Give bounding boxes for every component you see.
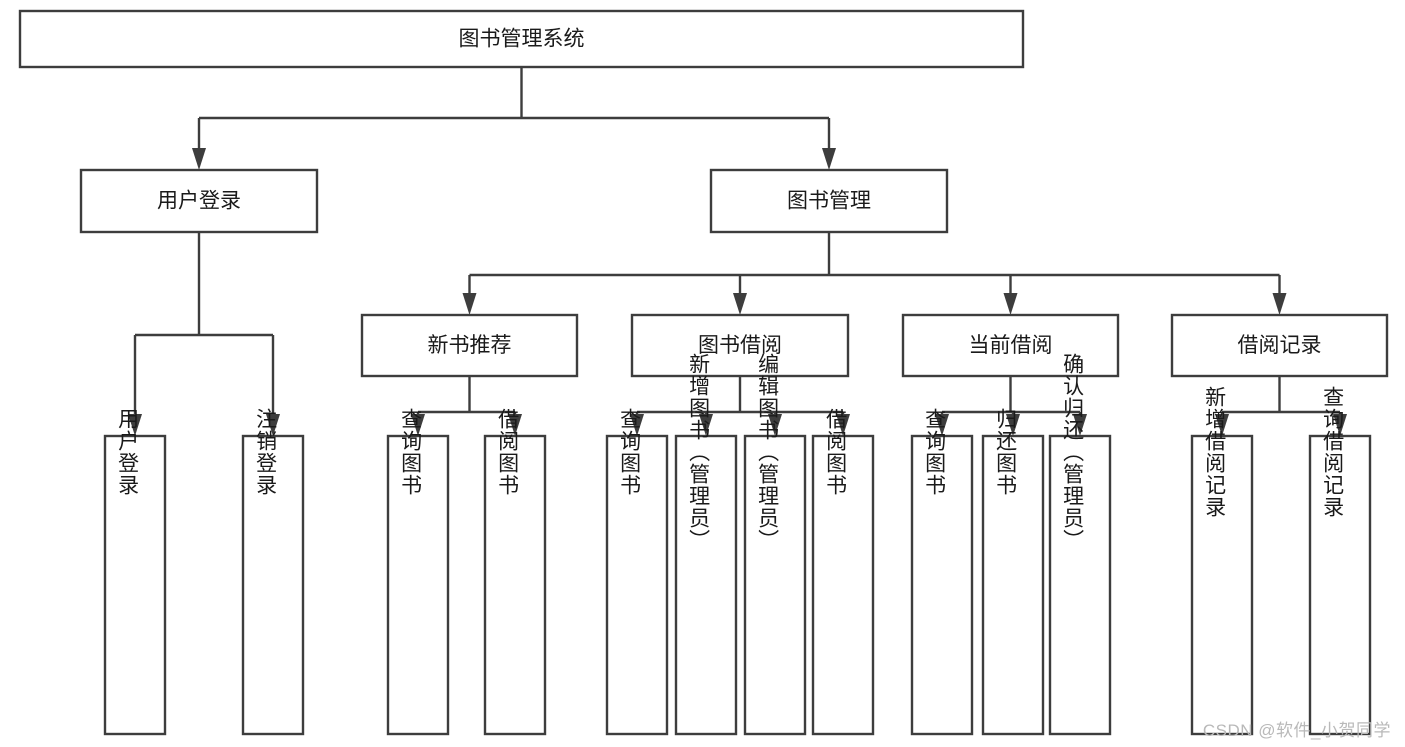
leaf-node-9-box[interactable] <box>981 434 1045 736</box>
level2-node-1-box[interactable] <box>630 313 850 378</box>
leaf-node-8-label: 查询图书 <box>923 408 947 496</box>
leaf-node-1-box[interactable] <box>241 434 305 736</box>
leaf-node-12-label: 查询借阅记录 <box>1321 386 1345 518</box>
arrow-head-icon <box>192 148 206 170</box>
level2-node-3-box[interactable] <box>1170 313 1389 378</box>
leaf-node-1-label: 注销登录 <box>254 408 278 496</box>
arrow-head-icon <box>1272 293 1287 315</box>
arrow-head-icon <box>733 293 747 315</box>
arrow-head-icon <box>266 414 280 436</box>
leaf-node-9-label: 归还图书 <box>994 408 1018 496</box>
leaf-node-10-label: 确认归还（管理员） <box>1061 353 1085 551</box>
level1-node-1-label: 图书管理 <box>787 190 871 213</box>
leaf-node-8-box[interactable] <box>910 434 974 736</box>
node-box-layer: 图书管理系统用户登录图书管理新书推荐图书借阅当前借阅借阅记录用户登录注销登录查询… <box>18 9 1389 736</box>
level2-node-2-label: 当前借阅 <box>969 334 1053 357</box>
arrow-head-icon <box>822 148 836 170</box>
leaf-node-7-box[interactable] <box>811 434 875 736</box>
arrow-head-icon <box>699 414 713 436</box>
leaf-node-5-box[interactable] <box>674 434 738 736</box>
leaf-node-3-label: 借阅图书 <box>496 408 520 496</box>
arrow-head-icon <box>1003 293 1018 315</box>
arrow-head-icon <box>1215 414 1229 436</box>
leaf-node-7-label: 借阅图书 <box>824 408 848 496</box>
arrow-head-icon <box>1333 414 1347 436</box>
root-node-box[interactable] <box>18 9 1025 69</box>
level2-node-0-label: 新书推荐 <box>428 334 512 357</box>
level2-node-2-box[interactable] <box>901 313 1120 378</box>
leaf-node-11-label: 新增借阅记录 <box>1203 386 1227 518</box>
arrow-head-icon <box>768 414 782 436</box>
connector-layer <box>128 67 1347 436</box>
arrow-head-icon <box>128 414 142 436</box>
leaf-node-2-box[interactable] <box>386 434 450 736</box>
root-node-label: 图书管理系统 <box>459 28 585 51</box>
leaf-node-0-box[interactable] <box>103 434 167 736</box>
leaf-node-3-box[interactable] <box>483 434 547 736</box>
arrow-head-icon <box>411 414 425 436</box>
arrow-head-icon <box>1073 414 1087 436</box>
level2-node-3-label: 借阅记录 <box>1238 334 1322 357</box>
leaf-node-6-label: 编辑图书（管理员） <box>756 353 780 551</box>
level1-node-0-label: 用户登录 <box>157 190 241 213</box>
leaf-node-10-box[interactable] <box>1048 434 1112 736</box>
arrow-head-icon <box>630 414 644 436</box>
leaf-node-2-label: 查询图书 <box>399 408 423 496</box>
arrow-head-icon <box>508 414 522 436</box>
level2-node-0-box[interactable] <box>360 313 579 378</box>
leaf-node-0-label: 用户登录 <box>116 408 140 496</box>
leaf-node-6-box[interactable] <box>743 434 807 736</box>
level1-node-0-box[interactable] <box>79 168 319 234</box>
arrow-head-icon <box>935 414 949 436</box>
leaf-node-4-label: 查询图书 <box>618 408 642 496</box>
level1-node-1-box[interactable] <box>709 168 949 234</box>
arrow-head-icon <box>462 293 477 315</box>
arrow-head-icon <box>836 414 850 436</box>
leaf-node-4-box[interactable] <box>605 434 669 736</box>
leaf-node-11-box[interactable] <box>1190 434 1254 736</box>
level2-node-1-label: 图书借阅 <box>698 334 782 357</box>
arrow-head-icon <box>1006 414 1020 436</box>
leaf-node-5-label: 新增图书（管理员） <box>687 353 711 551</box>
leaf-node-12-box[interactable] <box>1308 434 1372 736</box>
